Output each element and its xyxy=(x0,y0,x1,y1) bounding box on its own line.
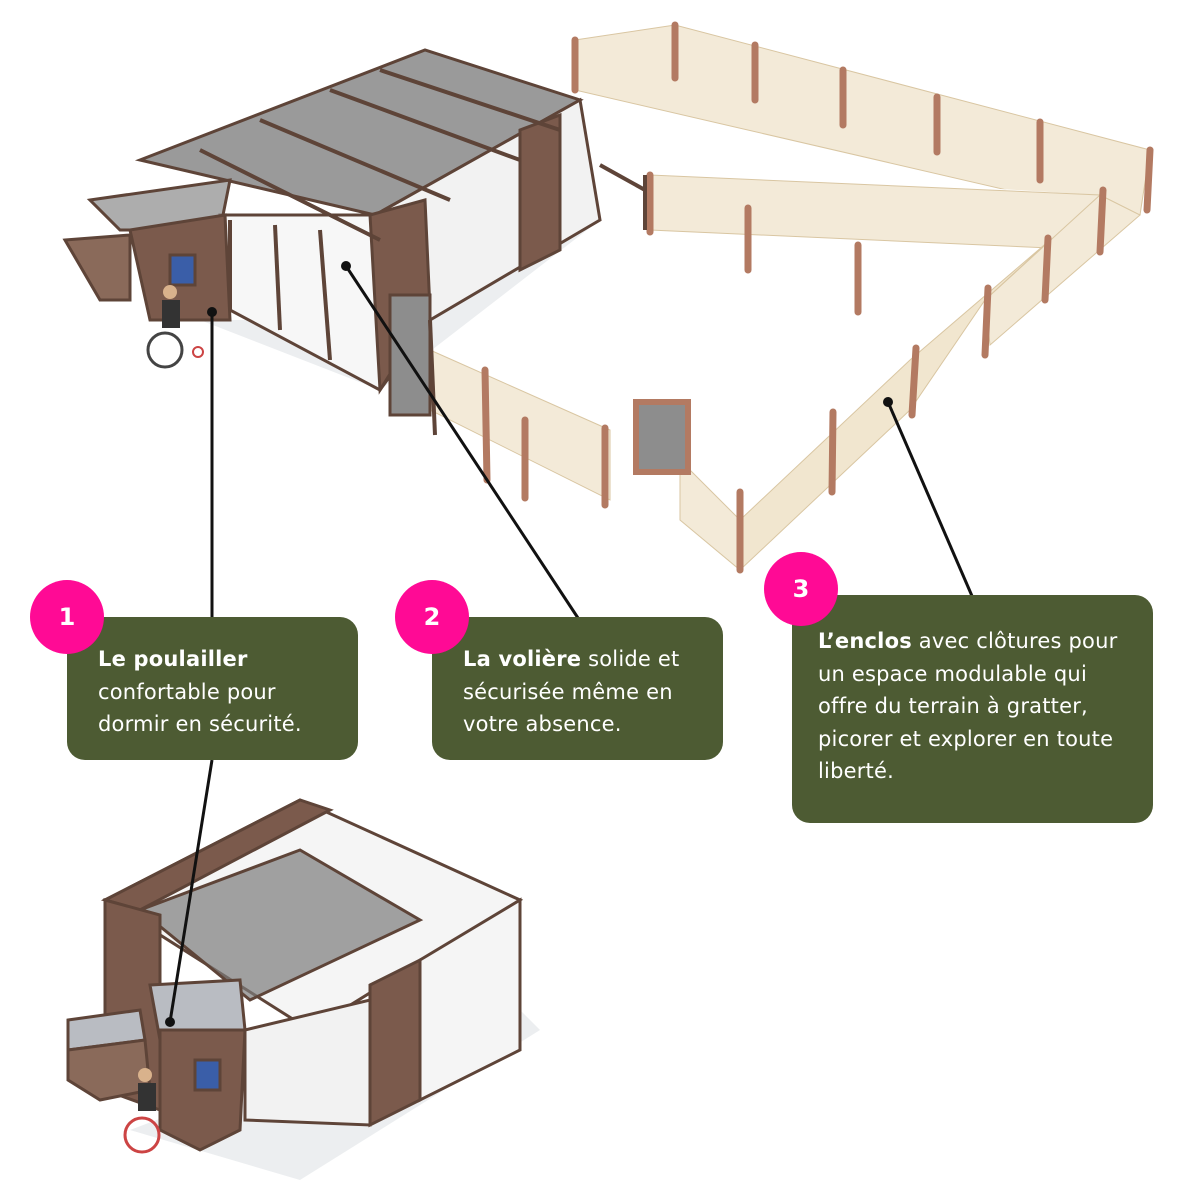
aviary-structure xyxy=(62,48,602,417)
callout-card-aviary: La volière solide et sécurisée même en v… xyxy=(432,617,723,760)
fence-posts xyxy=(481,21,1154,574)
callout-text: solide et sécurisée même en votre absenc… xyxy=(463,647,680,736)
callout-title: L’enclos xyxy=(818,629,912,653)
aviary-frame-beams xyxy=(199,68,647,436)
callout-card-enclosure: L’enclos avec clôtures pour un espace mo… xyxy=(792,595,1153,823)
enclosure-fence xyxy=(429,24,1151,572)
callout-badge-3: 3 xyxy=(764,552,838,626)
wheelchair-user-icon xyxy=(146,285,204,369)
wheelchair-user-icon-small xyxy=(123,1068,161,1154)
callout-card-coop: Le poulailler confortable pour dormir en… xyxy=(67,617,358,760)
callout-title: La volière xyxy=(463,647,582,671)
callout-badge-1: 1 xyxy=(30,580,104,654)
callout-text: avec clôtures pour un espace modulable q… xyxy=(818,629,1118,783)
callout-badge-2: 2 xyxy=(395,580,469,654)
leader-lines xyxy=(168,265,974,1023)
leader-dots xyxy=(165,261,893,1027)
callout-title: Le poulailler xyxy=(98,647,248,671)
signboard xyxy=(633,399,691,475)
coop-detail-illustration xyxy=(66,798,524,1152)
callout-text: confortable pour dormir en sécurité. xyxy=(98,679,302,737)
